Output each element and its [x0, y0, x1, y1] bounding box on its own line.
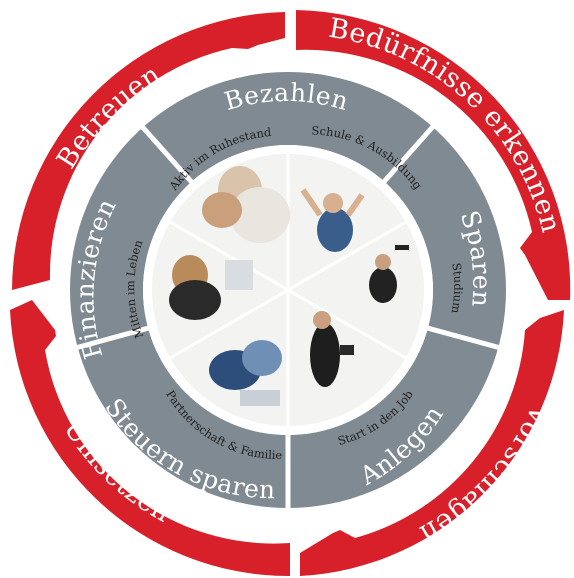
outer-segment-umsetzen: [10, 300, 290, 577]
photo-woman-computer: [169, 255, 253, 320]
outer-ring: [10, 10, 571, 577]
photo-businessman: [310, 311, 354, 387]
photo-couple-laptop: [209, 340, 282, 406]
outer-segment-betreuen: [12, 12, 285, 290]
outer-segment-vorschlagen: [300, 310, 564, 576]
outer-segment-beduerfnisse-erkennen: [296, 10, 571, 300]
photo-student-cheering: [300, 188, 365, 252]
photo-seniors: [202, 166, 290, 243]
photo-graduate-jumping: [369, 245, 409, 303]
life-label-studium: Studium: [449, 262, 466, 315]
